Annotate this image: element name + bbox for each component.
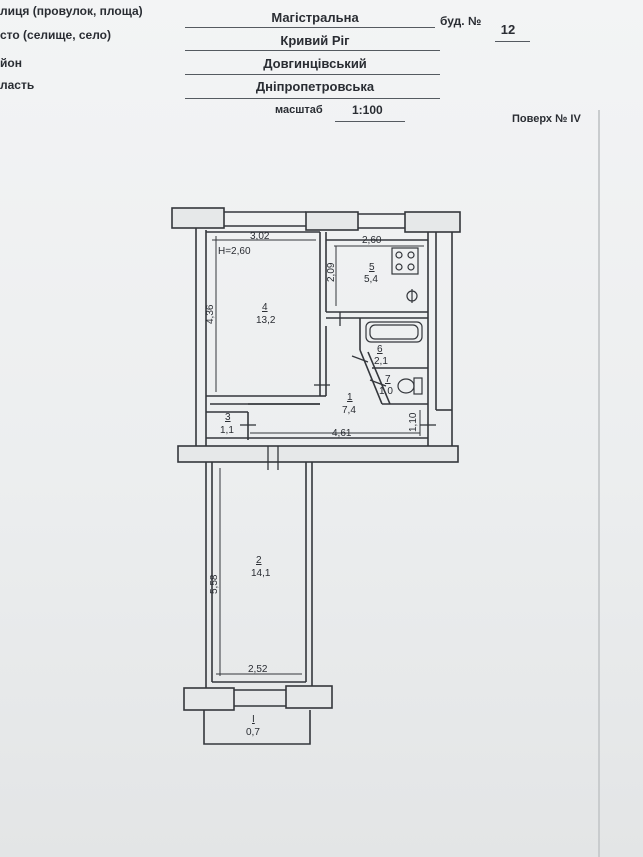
walls xyxy=(171,207,461,745)
room-number: 3 xyxy=(225,412,231,423)
street-value: Магістральна xyxy=(271,10,359,25)
wall-top-right xyxy=(404,211,461,233)
ceiling-height: H=2,60 xyxy=(218,246,251,257)
room-area: 14,1 xyxy=(251,568,271,579)
wall-top-mid xyxy=(305,211,359,231)
region-value: Дніпропетровська xyxy=(255,79,375,94)
scale-value: 1:100 xyxy=(352,103,383,117)
stove-burner-icon xyxy=(407,251,415,259)
room-number: 4 xyxy=(262,302,268,313)
room-area: 1,0 xyxy=(379,386,393,397)
dim-room4-width: 3,02 xyxy=(250,231,270,242)
city-label: сто (селище, село) xyxy=(0,28,112,42)
room-number: 2 xyxy=(256,555,262,566)
bath-diagonal-b xyxy=(367,351,391,405)
building-underline xyxy=(495,41,530,42)
dim-kitchen-depth: 2,09 xyxy=(326,262,337,282)
region-underline xyxy=(185,98,440,99)
wall-top-left xyxy=(171,207,225,229)
dim-hall-width: 1,10 xyxy=(408,412,419,432)
building-value: 12 xyxy=(500,22,516,37)
street-label: лиця (провулок, площа) xyxy=(0,4,143,18)
floor-label: Поверх № IV xyxy=(512,113,581,125)
room-number: 6 xyxy=(377,344,383,355)
dim-room2-depth: 5,58 xyxy=(209,574,220,594)
scale-label: масштаб xyxy=(275,104,323,116)
fixtures xyxy=(365,247,423,395)
dimension-lines xyxy=(212,236,424,676)
city-underline xyxy=(185,50,440,51)
dim-hall-length: 4,61 xyxy=(332,428,352,439)
dim-kitchen-width: 2,60 xyxy=(362,235,382,246)
room-number: I xyxy=(252,714,255,725)
room-area: 13,2 xyxy=(256,315,276,326)
street-underline xyxy=(185,27,435,28)
wall-bottom-right xyxy=(285,685,333,709)
stove-burner-icon xyxy=(395,251,403,259)
stove-burner-icon xyxy=(407,263,415,271)
wall-middle xyxy=(177,445,459,463)
room-number: 7 xyxy=(385,374,391,385)
room-number: 5 xyxy=(369,262,375,273)
bath-diagonal xyxy=(359,349,383,405)
toilet-icon xyxy=(397,378,415,394)
balcony xyxy=(203,710,311,745)
room-area: 2,1 xyxy=(374,356,388,367)
room-area: 7,4 xyxy=(342,405,356,416)
district-value: Довгинцівський xyxy=(263,56,367,71)
city-value: Кривий Ріг xyxy=(280,33,350,48)
district-underline xyxy=(185,74,440,75)
room-area: 1,1 xyxy=(220,425,234,436)
dim-room2-width: 2,52 xyxy=(248,664,268,675)
room-area: 0,7 xyxy=(246,727,260,738)
region-label: ласть xyxy=(0,78,35,92)
district-label: йон xyxy=(0,56,22,70)
bathtub-icon xyxy=(365,321,423,343)
stove-burner-icon xyxy=(395,263,403,271)
room-area: 5,4 xyxy=(364,274,378,285)
stove-icon xyxy=(391,247,419,275)
building-label: буд. № xyxy=(440,14,482,28)
door-marks xyxy=(240,312,436,470)
dim-room4-depth: 4,36 xyxy=(205,304,216,324)
scale-underline xyxy=(335,121,405,122)
page-edge xyxy=(598,110,600,857)
wall-bottom-left xyxy=(183,687,235,711)
room-number: 1 xyxy=(347,392,353,403)
